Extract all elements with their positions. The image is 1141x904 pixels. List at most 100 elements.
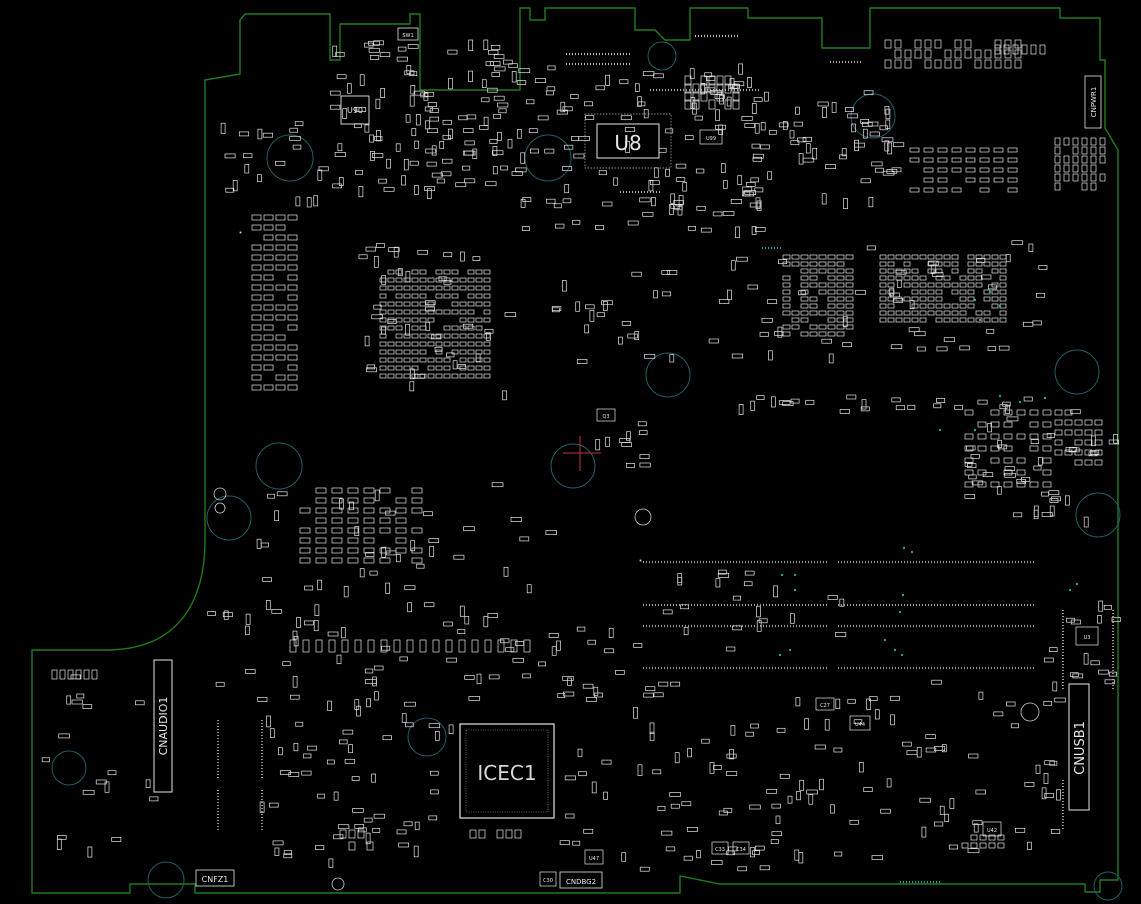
smd-pad: [1054, 449, 1063, 456]
smd-part: [271, 609, 282, 614]
smd-pad: [800, 331, 809, 337]
via: [1075, 582, 1079, 586]
smd-part: [564, 144, 574, 150]
smd-part: [274, 510, 279, 521]
smd-pad: [387, 365, 395, 371]
smd-part: [483, 616, 489, 628]
smd-pad: [827, 275, 836, 281]
connector-label-cnusb1: CNUSB1: [1073, 721, 1088, 775]
smd-part: [717, 573, 729, 578]
smd-pad: [919, 296, 927, 302]
smd-part: [821, 193, 827, 205]
smd-pad: [887, 254, 895, 260]
smd-part: [914, 331, 926, 337]
smd-pad: [845, 310, 854, 316]
smd-pad: [991, 303, 999, 309]
smd-pad: [419, 341, 427, 347]
smd-part: [87, 846, 93, 858]
smd-pad: [496, 829, 504, 839]
smd-pad: [497, 639, 505, 653]
smd-part: [839, 409, 850, 414]
smd-part: [708, 338, 719, 344]
smd-pad: [977, 481, 987, 488]
smd-pad: [467, 349, 475, 355]
smd-part: [355, 169, 363, 175]
smd-part: [966, 445, 976, 451]
smd-part: [397, 46, 407, 52]
smd-pad: [328, 639, 336, 653]
smd-part: [515, 641, 524, 646]
smd-part: [948, 844, 958, 850]
smd-part: [365, 552, 375, 557]
smd-pad: [379, 325, 387, 331]
smd-pad: [263, 254, 274, 261]
smd-pad: [403, 373, 411, 379]
smd-pad: [909, 187, 920, 193]
smd-part: [906, 750, 918, 756]
smd-part: [704, 87, 716, 93]
smd-pad: [467, 277, 475, 283]
smd-pad: [419, 293, 427, 299]
smd-part: [756, 200, 762, 211]
smd-part: [76, 693, 85, 699]
smd-pad: [716, 91, 724, 102]
smd-part: [1002, 401, 1011, 407]
smd-pad: [782, 254, 791, 260]
smd-pad: [419, 269, 427, 275]
smd-part: [575, 301, 581, 312]
smd-part: [371, 314, 383, 320]
smd-pad: [347, 527, 359, 534]
smd-part: [881, 137, 894, 143]
smd-part: [317, 579, 323, 591]
smd-part: [860, 119, 870, 124]
smd-part: [795, 106, 800, 115]
smd-part: [487, 613, 498, 618]
smd-pad: [483, 285, 491, 291]
smd-pad: [845, 268, 854, 274]
smd-part: [677, 205, 683, 216]
smd-part: [413, 845, 419, 858]
smd-pad: [467, 357, 475, 363]
smd-pad: [979, 167, 990, 173]
smd-part: [207, 611, 216, 616]
smd-pad: [809, 331, 818, 337]
via: [901, 593, 905, 597]
smd-part: [1005, 404, 1010, 415]
smd-pad: [403, 341, 411, 347]
smd-pad: [975, 310, 983, 316]
smd-pad: [935, 275, 943, 281]
smd-part: [475, 353, 481, 362]
smd-pad: [1042, 481, 1052, 488]
smd-pad: [395, 527, 407, 534]
smd-pad: [1084, 459, 1093, 466]
smd-part: [561, 280, 567, 292]
smd-part: [601, 759, 612, 765]
smd-part: [726, 850, 735, 856]
via: [1043, 396, 1047, 400]
smd-pad: [379, 487, 391, 494]
smd-pad: [1074, 429, 1083, 436]
smd-pad: [919, 282, 927, 288]
smd-part: [639, 454, 650, 459]
smd-pad: [791, 261, 800, 267]
smd-part: [970, 454, 980, 459]
smd-part: [464, 178, 476, 184]
smd-part: [681, 801, 692, 807]
smd-part: [745, 731, 754, 737]
smd-pad: [451, 309, 459, 315]
smd-pad: [459, 341, 467, 347]
smd-part: [1097, 615, 1102, 624]
smd-part: [404, 701, 416, 707]
smd-pad: [879, 310, 887, 316]
smd-pad: [708, 99, 716, 110]
smd-part: [790, 398, 800, 404]
smd-part: [293, 743, 299, 752]
smd-part: [696, 850, 701, 859]
smd-part: [259, 801, 265, 813]
smd-part: [1056, 789, 1061, 801]
smd-part: [613, 177, 619, 186]
smd-part: [371, 773, 376, 783]
smd-part: [882, 170, 895, 176]
smd-part: [385, 510, 396, 516]
smd-part: [507, 138, 513, 149]
